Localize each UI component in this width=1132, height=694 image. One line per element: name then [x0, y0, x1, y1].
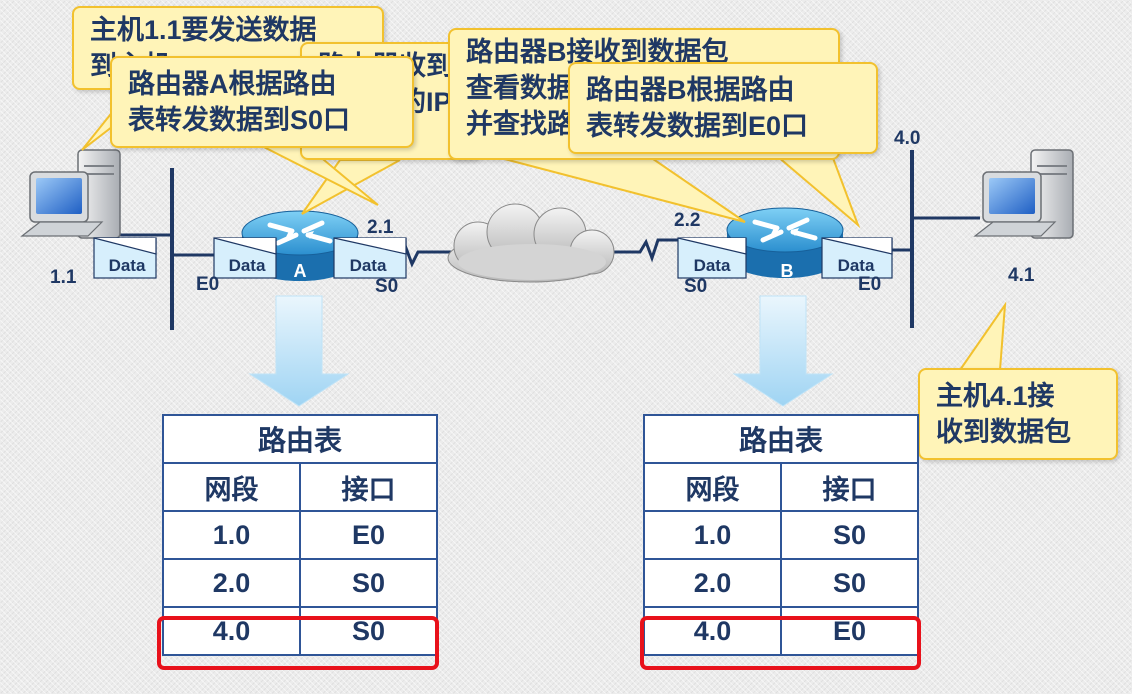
table-cell: 2.0 — [643, 558, 782, 608]
callout-line: 主机1.1要发送数据 — [90, 15, 317, 45]
host-left-address: 1.1 — [50, 267, 77, 288]
packet-label: Data — [694, 256, 731, 275]
host-right-address: 4.1 — [1008, 265, 1035, 286]
data-packet: Data — [213, 237, 277, 279]
highlight-row-b — [640, 616, 921, 670]
callout-line: 收到数据包 — [936, 417, 1071, 447]
table-cell: E0 — [299, 510, 438, 560]
router-a-label: A — [294, 261, 307, 281]
router-a-e0-label: E0 — [196, 274, 219, 295]
router-b-e0-label: E0 — [858, 274, 881, 295]
router-b-s0-label: S0 — [684, 276, 707, 297]
table-cell: S0 — [780, 510, 919, 560]
callout-host-receive: 主机4.1接 收到数据包 — [918, 368, 1118, 460]
serial-link-b — [605, 238, 725, 263]
table-cell: 4.0 — [162, 606, 301, 656]
packet-label: Data — [109, 256, 146, 275]
table-title: 路由表 — [643, 414, 919, 464]
table-header: 网段 — [162, 462, 301, 512]
data-packet: Data — [333, 237, 407, 279]
router-b-s0-address: 2.2 — [674, 210, 700, 231]
table-header: 接口 — [299, 462, 438, 512]
data-packet: Data — [93, 237, 157, 279]
callout-line: 表转发数据到E0口 — [586, 111, 809, 141]
routing-table-b: 路由表 网段 接口 1.0 S0 2.0 S0 4.0 E0 — [643, 414, 919, 656]
table-cell: 2.0 — [162, 558, 301, 608]
packet-label: Data — [350, 256, 387, 275]
table-row: 1.0 E0 — [162, 510, 438, 560]
table-row: 4.0 S0 — [162, 606, 438, 656]
table-row: 2.0 S0 — [643, 558, 919, 608]
down-arrow-icon — [732, 295, 834, 407]
wan-cloud — [447, 203, 615, 283]
data-packet: Data — [677, 237, 747, 279]
callout-pointer — [958, 301, 1007, 371]
routing-table-a: 路由表 网段 接口 1.0 E0 2.0 S0 4.0 S0 — [162, 414, 438, 656]
table-cell: 1.0 — [643, 510, 782, 560]
callout-line: 表转发数据到S0口 — [128, 105, 351, 135]
table-title: 路由表 — [162, 414, 438, 464]
packet-label: Data — [838, 256, 875, 275]
table-header: 网段 — [643, 462, 782, 512]
down-arrow-icon — [248, 295, 350, 407]
callout-line: 路由器A根据路由 — [128, 69, 337, 99]
computer-icon — [20, 149, 121, 239]
data-packet: Data — [821, 237, 893, 279]
router-a-s0-label: S0 — [375, 276, 398, 297]
router-icon — [726, 207, 844, 278]
computer-icon — [973, 149, 1074, 239]
router-a-s0-address: 2.1 — [367, 217, 394, 238]
router-b-label: B — [781, 261, 794, 281]
callout-line: 路由器B根据路由 — [586, 75, 795, 105]
table-row: 1.0 S0 — [643, 510, 919, 560]
table-row: 2.0 S0 — [162, 558, 438, 608]
packet-label: Data — [229, 256, 266, 275]
highlight-row-a — [157, 616, 439, 670]
callout-line: 主机4.1接 — [936, 381, 1055, 411]
table-cell: S0 — [299, 558, 438, 608]
callout-router-b-forward: 路由器B根据路由 表转发数据到E0口 — [568, 62, 878, 154]
table-cell: 4.0 — [643, 606, 782, 656]
table-header: 接口 — [780, 462, 919, 512]
table-cell: 1.0 — [162, 510, 301, 560]
table-cell: S0 — [780, 558, 919, 608]
network-right-label: 4.0 — [894, 128, 920, 149]
callout-router-a-forward: 路由器A根据路由 表转发数据到S0口 — [110, 56, 414, 148]
table-cell: S0 — [299, 606, 438, 656]
